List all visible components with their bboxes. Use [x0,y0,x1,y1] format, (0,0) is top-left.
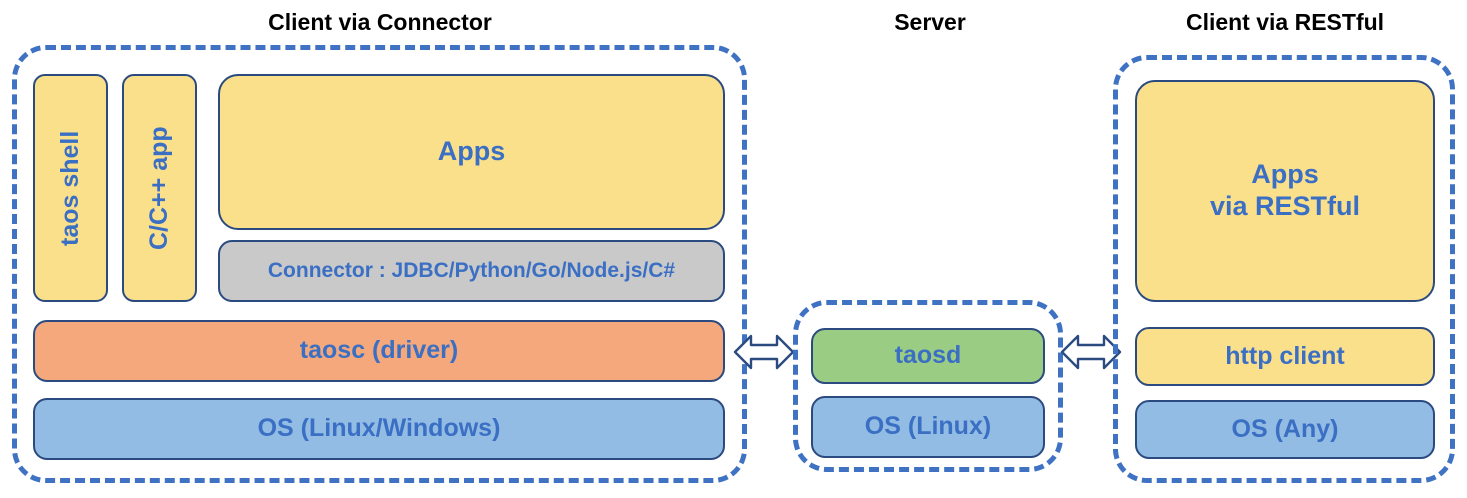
section-header-server: Server [894,9,966,35]
node-http-client[interactable]: http client [1135,327,1435,386]
node-os-linux-windows[interactable]: OS (Linux/Windows) [33,398,725,460]
node-os-linux[interactable]: OS (Linux) [811,396,1045,458]
group-client-via-connector [12,45,747,483]
node-apps-connector[interactable]: Apps [218,74,725,230]
node-os-any[interactable]: OS (Any) [1135,400,1435,459]
double-arrow-icon-right [1060,329,1122,375]
node-taosd[interactable]: taosd [811,328,1045,384]
node-apps-via-restful[interactable]: Apps via RESTful [1135,80,1435,302]
section-header-client-connector: Client via Connector [268,9,492,35]
node-taosc-driver[interactable]: taosc (driver) [33,320,725,382]
node-c-cpp-app[interactable]: C/C++ app [122,74,197,302]
node-connector-list[interactable]: Connector : JDBC/Python/Go/Node.js/C# [218,240,725,302]
node-taos-shell[interactable]: taos shell [33,74,108,302]
section-header-client-restful: Client via RESTful [1185,9,1385,35]
group-server [793,300,1063,472]
group-client-via-restful [1113,55,1455,483]
double-arrow-icon-left [733,329,795,375]
